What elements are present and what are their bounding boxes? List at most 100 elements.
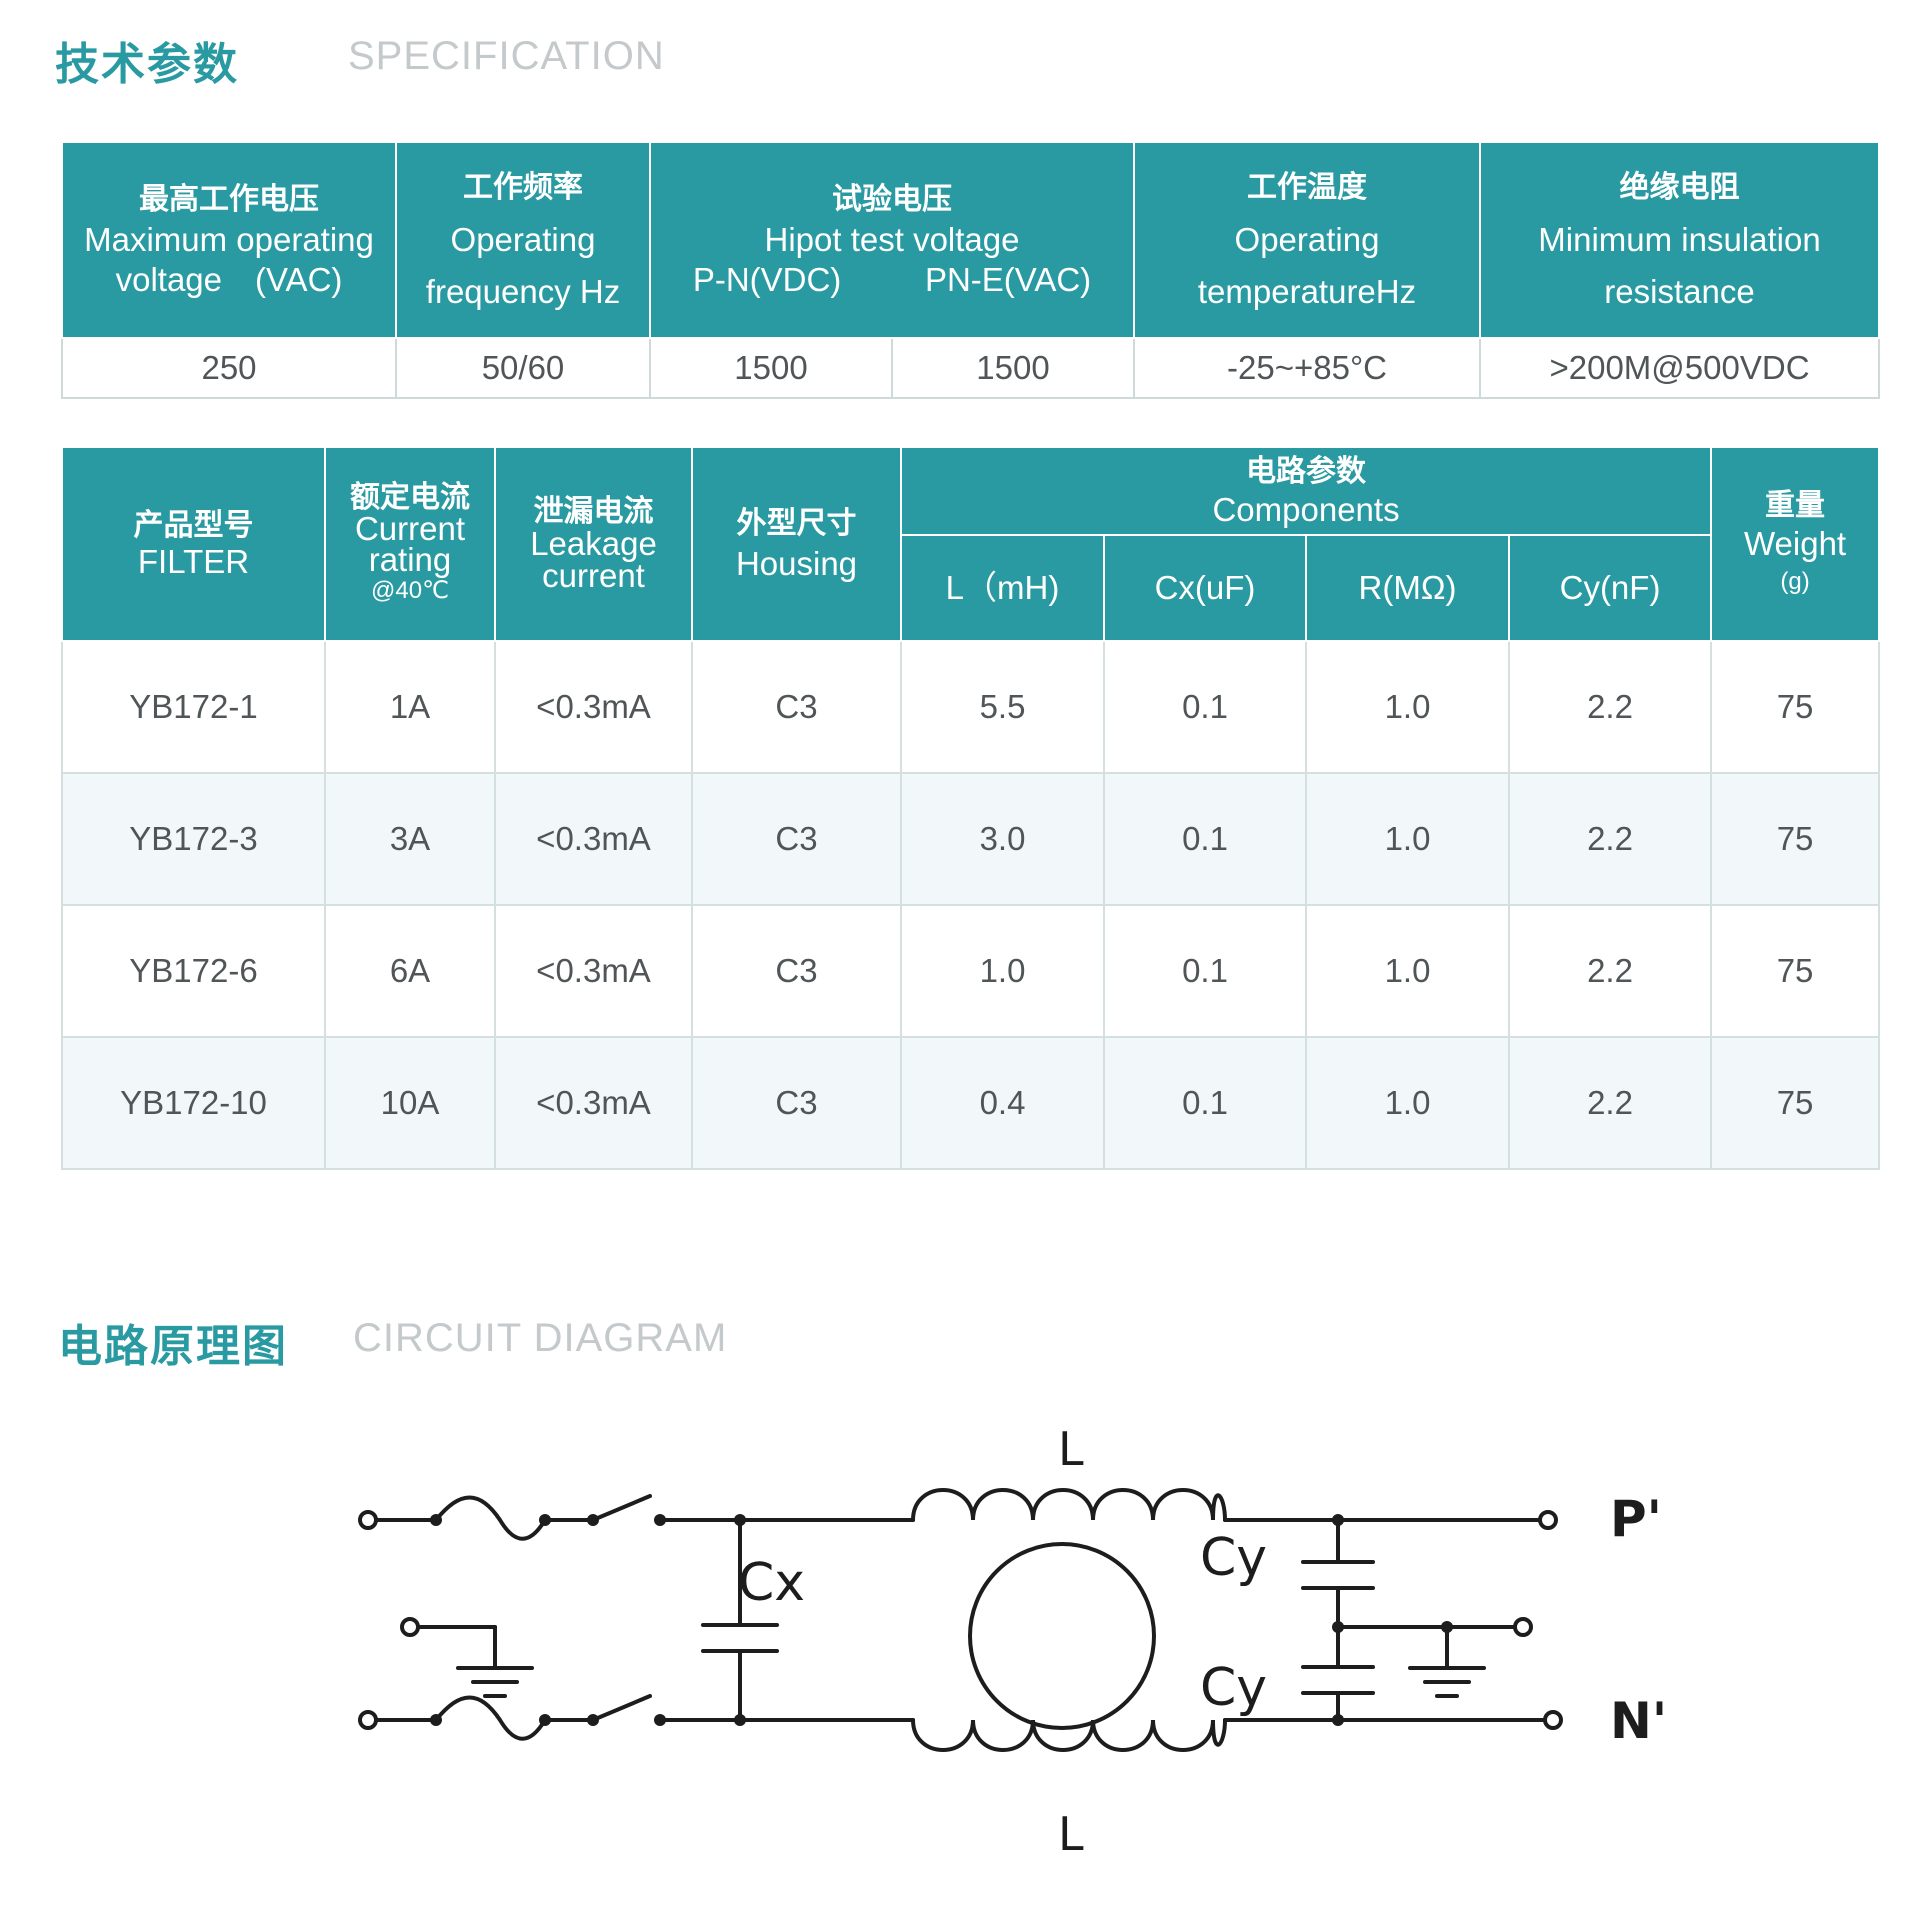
spec-header-voltage: 最高工作电压 Maximum operating voltage (VAC) (61, 141, 397, 339)
table-row: YB172-1 1A <0.3mA C3 5.5 0.1 1.0 2.2 75 (61, 640, 1881, 774)
spec-header-frequency-en1: Operating (450, 221, 596, 258)
switch-top (591, 1494, 652, 1522)
spec-header-insulation-cn: 绝缘电阻 (1619, 170, 1740, 205)
circuit-title-cn: 电路原理图 (58, 1321, 288, 1372)
label-P: P' (1610, 1490, 1662, 1548)
spec-table: 最高工作电压 Maximum operating voltage (VAC) 工… (61, 141, 1880, 399)
prod-header-leakage: 泄漏电流 Leakage current (494, 446, 693, 642)
cell-L: 0.4 (900, 1036, 1105, 1170)
prod-header-L: L（mH) (900, 534, 1105, 642)
prod-header-leakage-cn: 泄漏电流 (533, 494, 654, 529)
spec-value-hipot-pn: 1500 (649, 337, 893, 399)
output-terminal-n (1543, 1710, 1563, 1730)
spec-header-insulation-en1: Minimum insulation (1538, 221, 1821, 258)
junction-dot (1332, 1514, 1344, 1526)
cell-model: YB172-6 (61, 904, 326, 1038)
prod-header-current-note: @40℃ (370, 577, 449, 604)
cell-R: 1.0 (1305, 640, 1510, 774)
cell-L: 5.5 (900, 640, 1105, 774)
prod-header-weight-cn: 重量 (1765, 488, 1826, 523)
fuse-top (434, 1495, 547, 1541)
junction-dot (1332, 1621, 1344, 1633)
cell-current: 3A (324, 772, 496, 906)
spec-header-temperature-cn: 工作温度 (1247, 170, 1367, 205)
spec-title-cn: 技术参数 (55, 39, 239, 90)
switch-bottom (591, 1694, 652, 1722)
prod-header-leakage-en1: Leakage (530, 525, 657, 562)
spec-header-voltage-cn: 最高工作电压 (139, 182, 319, 217)
prod-header-R: R(MΩ) (1305, 534, 1510, 642)
spec-header-hipot: 试验电压 Hipot test voltage P-N(VDC) PN-E(VA… (649, 141, 1135, 339)
product-table: 产品型号 FILTER 额定电流 Current rating @40℃ 泄漏电… (61, 446, 1881, 1170)
prod-header-filter-en: FILTER (137, 543, 250, 580)
spec-header-hipot-pne: PN-E(VAC) (924, 261, 1092, 298)
label-Cy-top: Cy (1200, 1528, 1267, 1588)
output-terminal-p (1538, 1510, 1558, 1530)
spec-header-voltage-en1: Maximum operating (84, 221, 374, 258)
cell-Cy: 2.2 (1507, 640, 1713, 774)
cell-current: 6A (324, 904, 496, 1038)
cell-housing: C3 (691, 1036, 902, 1170)
spec-header-temperature-en2: temperatureHz (1197, 273, 1417, 310)
prod-header-Cx: Cx(uF) (1103, 534, 1307, 642)
prod-header-weight-en: Weight (1743, 525, 1847, 562)
cell-housing: C3 (691, 640, 902, 774)
cell-Cy: 2.2 (1507, 1036, 1713, 1170)
prod-header-filter: 产品型号 FILTER (61, 446, 326, 642)
label-L-top: L (1058, 1422, 1084, 1476)
spec-value-temperature: -25~+85°C (1133, 337, 1481, 399)
spec-value-frequency: 50/60 (395, 337, 651, 399)
cell-model: YB172-3 (61, 772, 326, 906)
prod-header-components-cn: 电路参数 (1246, 454, 1367, 489)
ground-terminal-input (400, 1617, 420, 1637)
junction-dot (654, 1514, 666, 1526)
spec-header-voltage-en2: voltage (VAC) (115, 261, 343, 298)
prod-header-leakage-en2: current (542, 557, 645, 594)
cell-current: 1A (324, 640, 496, 774)
label-Cx: Cx (738, 1553, 805, 1613)
table-row: YB172-3 3A <0.3mA C3 3.0 0.1 1.0 2.2 75 (61, 772, 1881, 906)
spec-header-frequency: 工作频率 Operating frequency Hz (395, 141, 651, 339)
cell-Cx: 0.1 (1103, 640, 1307, 774)
junction-dot (430, 1714, 442, 1726)
circuit-title-en: CIRCUIT DIAGRAM (353, 1316, 728, 1360)
prod-header-current-en2: rating (368, 541, 452, 578)
prod-header-housing-en: Housing (735, 545, 858, 582)
spec-value-insulation: >200M@500VDC (1479, 337, 1880, 399)
label-L-bottom: L (1058, 1807, 1084, 1861)
spec-header-hipot-sub: P-N(VDC) PN-E(VAC) (651, 260, 1133, 300)
cell-Cx: 0.1 (1103, 772, 1307, 906)
input-terminal-bottom (358, 1710, 378, 1730)
junction-dot (1332, 1714, 1344, 1726)
cell-L: 3.0 (900, 772, 1105, 906)
spec-header-temperature-en1: Operating (1234, 221, 1380, 258)
cell-R: 1.0 (1305, 1036, 1510, 1170)
spec-header-hipot-en1: Hipot test voltage (764, 221, 1020, 258)
junction-dot (539, 1714, 551, 1726)
inductor-bottom (911, 1718, 1227, 1752)
cell-housing: C3 (691, 772, 902, 906)
junction-dot (1441, 1621, 1453, 1633)
ground-terminal-output (1513, 1617, 1533, 1637)
spec-header-temperature: 工作温度 Operating temperatureHz (1133, 141, 1481, 339)
input-terminal-top (358, 1510, 378, 1530)
junction-dot (430, 1514, 442, 1526)
cell-model: YB172-10 (61, 1036, 326, 1170)
spec-value-hipot-pne: 1500 (891, 337, 1135, 399)
prod-header-housing: 外型尺寸 Housing (691, 446, 902, 642)
junction-dot (654, 1714, 666, 1726)
cell-leakage: <0.3mA (494, 640, 693, 774)
cell-Cx: 0.1 (1103, 904, 1307, 1038)
junction-dot (587, 1714, 599, 1726)
spec-header-insulation: 绝缘电阻 Minimum insulation resistance (1479, 141, 1880, 339)
prod-header-components-en: Components (1212, 491, 1400, 528)
prod-header-weight: 重量 Weight (g) (1710, 446, 1881, 642)
junction-dot (539, 1514, 551, 1526)
table-row: YB172-6 6A <0.3mA C3 1.0 0.1 1.0 2.2 75 (61, 904, 1881, 1038)
cell-leakage: <0.3mA (494, 1036, 693, 1170)
cell-weight: 75 (1710, 772, 1881, 906)
cell-Cx: 0.1 (1103, 1036, 1307, 1170)
spec-header-hipot-pn: P-N(VDC) (692, 261, 842, 298)
spec-value-voltage: 250 (61, 337, 397, 399)
cell-R: 1.0 (1305, 904, 1510, 1038)
